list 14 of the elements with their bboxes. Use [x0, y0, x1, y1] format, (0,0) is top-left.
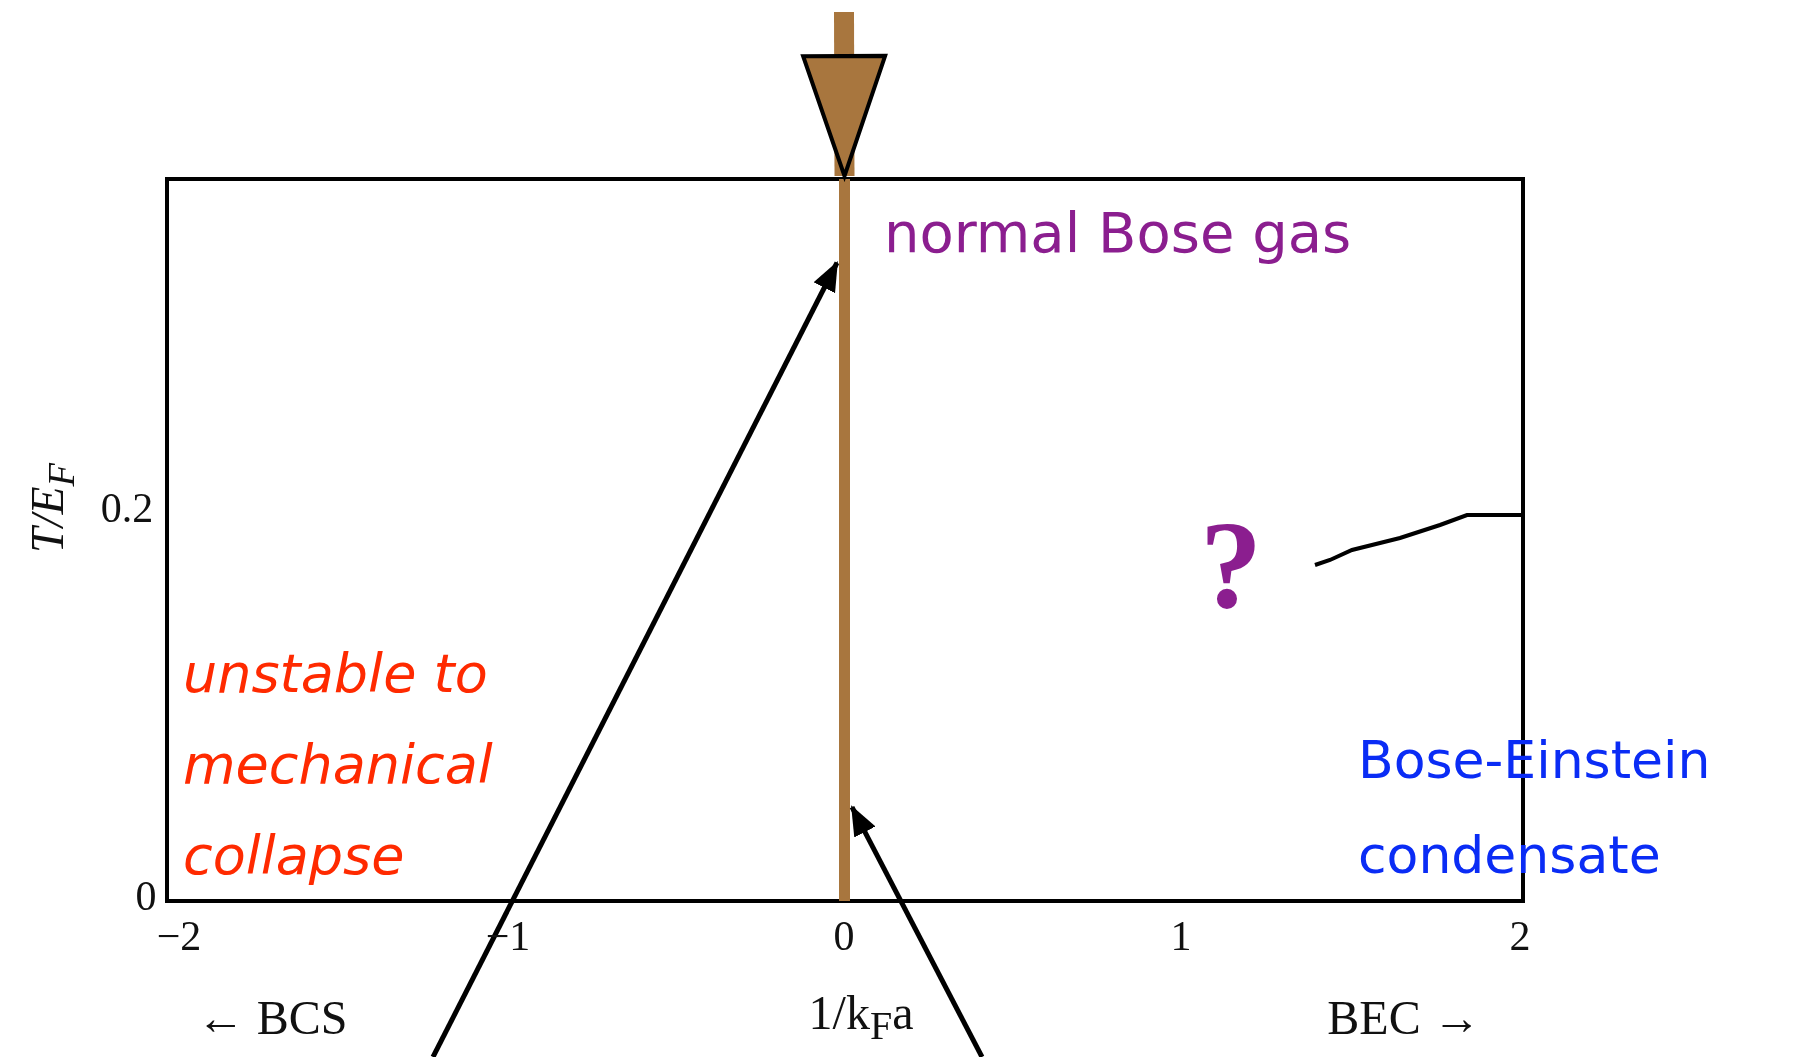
tick-label: −2: [156, 912, 202, 960]
arrow: [849, 805, 985, 1057]
tick-label: 2: [1509, 912, 1531, 960]
region-label: normal Bose gas: [884, 200, 1352, 265]
arrow: [430, 260, 840, 1057]
tick-label: 0: [833, 912, 855, 960]
axis-title: 1/k$_{F}$a: [808, 984, 914, 1050]
region-label: unstable to mechanical collapse: [183, 641, 494, 889]
tick-label: 0.2: [100, 484, 154, 532]
axis-note: ← BCS: [196, 989, 348, 1045]
tick-label: 0: [135, 872, 157, 920]
tick-label: 1: [1170, 912, 1192, 960]
question-mark: ?: [1200, 496, 1262, 636]
axis-note: BEC →: [1327, 989, 1481, 1045]
